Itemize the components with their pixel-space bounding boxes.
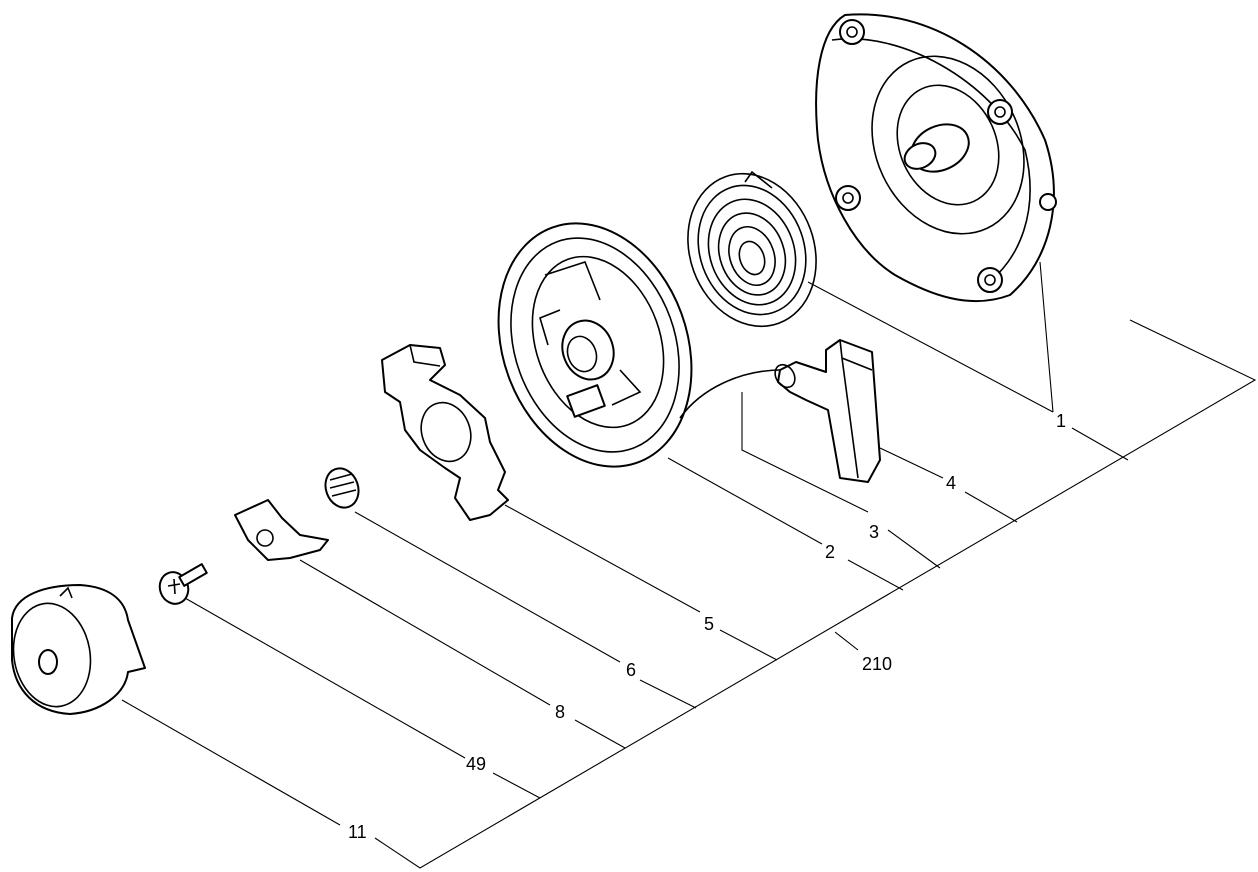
small-spring-part [324, 467, 360, 509]
screw-part [158, 563, 208, 605]
assembly-bracket-line [374, 319, 1257, 869]
callout-labels: 1 4 3 2 5 210 6 8 49 11 [348, 411, 1066, 842]
starter-cup-part [11, 584, 146, 715]
callout-210: 210 [862, 654, 892, 674]
callout-11: 11 [348, 822, 367, 842]
callout-49: 49 [466, 754, 486, 774]
pawl-part [234, 499, 329, 561]
callout-8: 8 [555, 702, 565, 722]
callout-1: 1 [1056, 411, 1066, 431]
callout-2: 2 [825, 542, 835, 562]
callout-5: 5 [704, 614, 714, 634]
callout-4: 4 [946, 473, 956, 493]
leader-lines [121, 261, 1129, 826]
starter-housing-part [815, 13, 1057, 303]
starter-rope-part [679, 369, 791, 419]
rope-pulley-part [497, 222, 693, 468]
ratchet-plate-part [381, 344, 509, 521]
starter-handle-part [774, 339, 881, 483]
callout-6: 6 [626, 660, 636, 680]
callout-3: 3 [869, 522, 879, 542]
recoil-spring-part [687, 170, 817, 328]
